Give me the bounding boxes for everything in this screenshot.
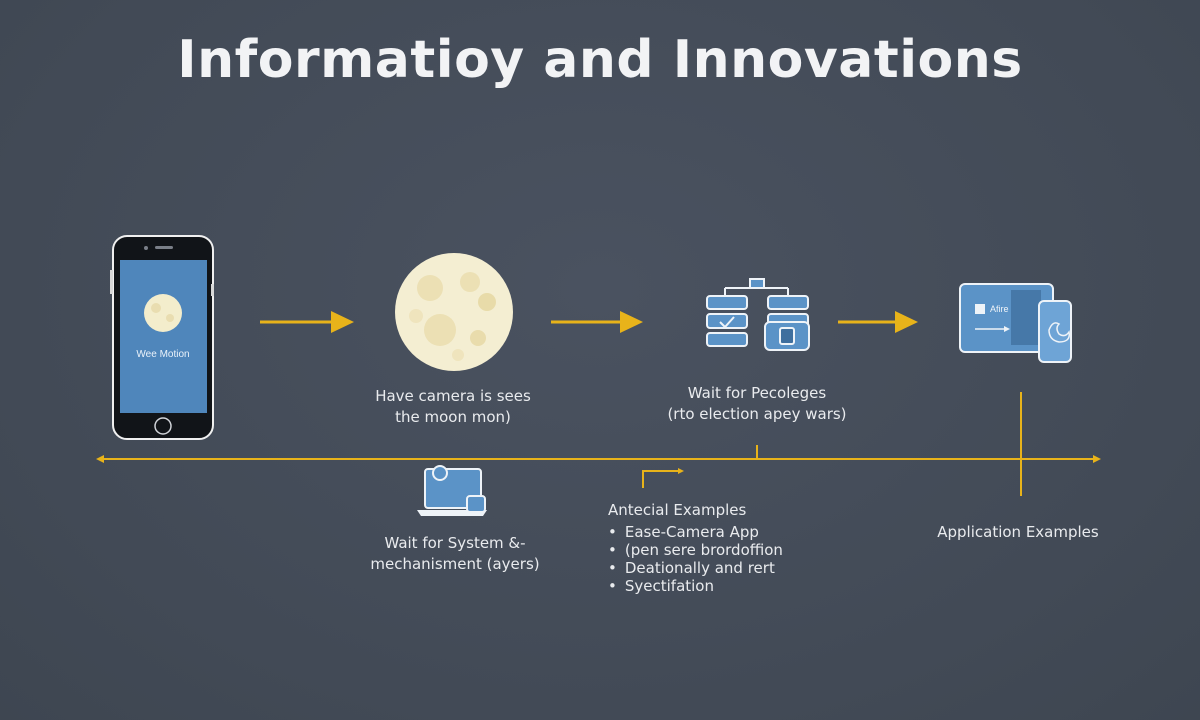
arrow-icon <box>838 311 918 333</box>
step-3-line1: Wait for Pecoleges <box>687 384 827 402</box>
laptop-step-label: Wait for System &- mechanisment (ayers) <box>355 533 555 575</box>
arrow-icon <box>260 311 354 333</box>
list-item: (pen sere brordoffion <box>608 541 783 559</box>
smartphone-icon: Wee Motion <box>110 235 214 440</box>
laptop-step-line2: mechanisment (ayers) <box>370 555 540 573</box>
examples-list: Ease-Camera App (pen sere brordoffion De… <box>608 523 783 595</box>
application-examples-label: Application Examples <box>937 523 1099 541</box>
server-icon <box>706 278 810 351</box>
moon-icon <box>395 253 513 371</box>
laptop-step-line1: Wait for System &- <box>384 534 526 552</box>
step-2-line2: the moon mon) <box>395 408 511 426</box>
laptop-icon <box>417 465 487 516</box>
arrow-icon <box>551 311 643 333</box>
step-2-label: Have camera is sees the moon mon) <box>358 386 548 428</box>
phone-screen-label: Wee Motion <box>136 349 189 360</box>
tablet-screen-label: Afire <box>990 304 1009 314</box>
tablet-phone-icon: Afire <box>959 283 1072 363</box>
list-item: Ease-Camera App <box>608 523 783 541</box>
step-3-label: Wait for Pecoleges (rto election apey wa… <box>652 383 862 425</box>
step-3-line2: (rto election apey wars) <box>667 405 847 423</box>
list-item: Syectifation <box>608 577 783 595</box>
step-2-line1: Have camera is sees <box>375 387 531 405</box>
timeline-icon <box>96 392 1101 496</box>
page-title: Informatioy and Innovations <box>177 30 1023 90</box>
examples-heading: Antecial Examples <box>608 501 747 519</box>
list-item: Deationally and rert <box>608 559 783 577</box>
